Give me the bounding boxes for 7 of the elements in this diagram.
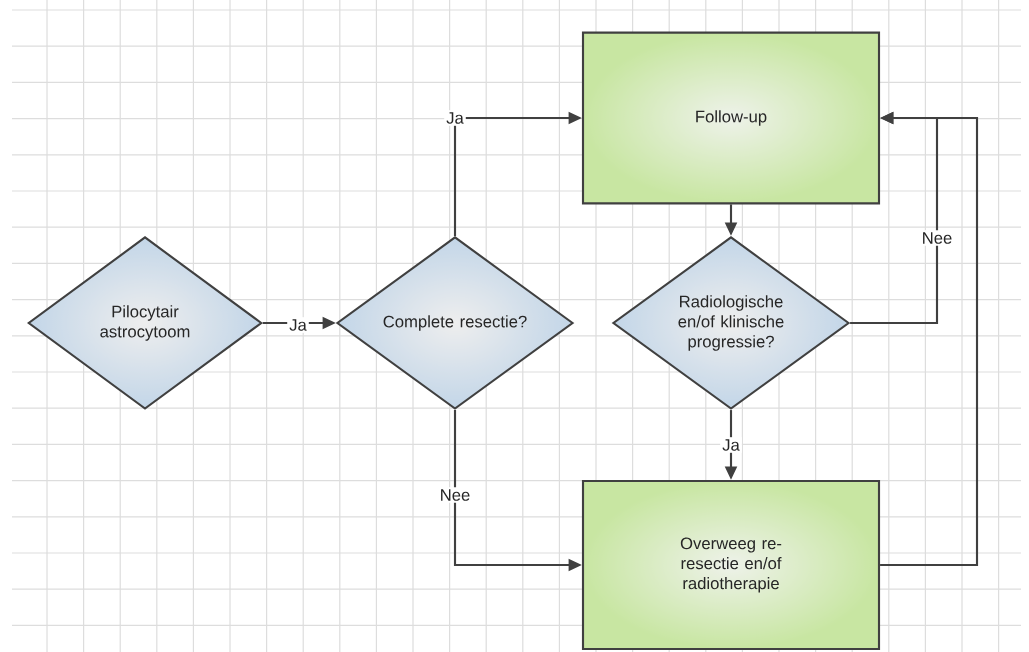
edge-label: Nee <box>437 487 473 503</box>
process-box: Follow-up <box>581 31 881 205</box>
edge-label: Ja <box>287 317 309 333</box>
edge-label: Nee <box>919 230 955 246</box>
process-box: Overweeg re-resectie en/of radiotherapie <box>581 479 881 651</box>
edge-label: Ja <box>444 110 466 126</box>
edge-label: Ja <box>720 437 742 453</box>
